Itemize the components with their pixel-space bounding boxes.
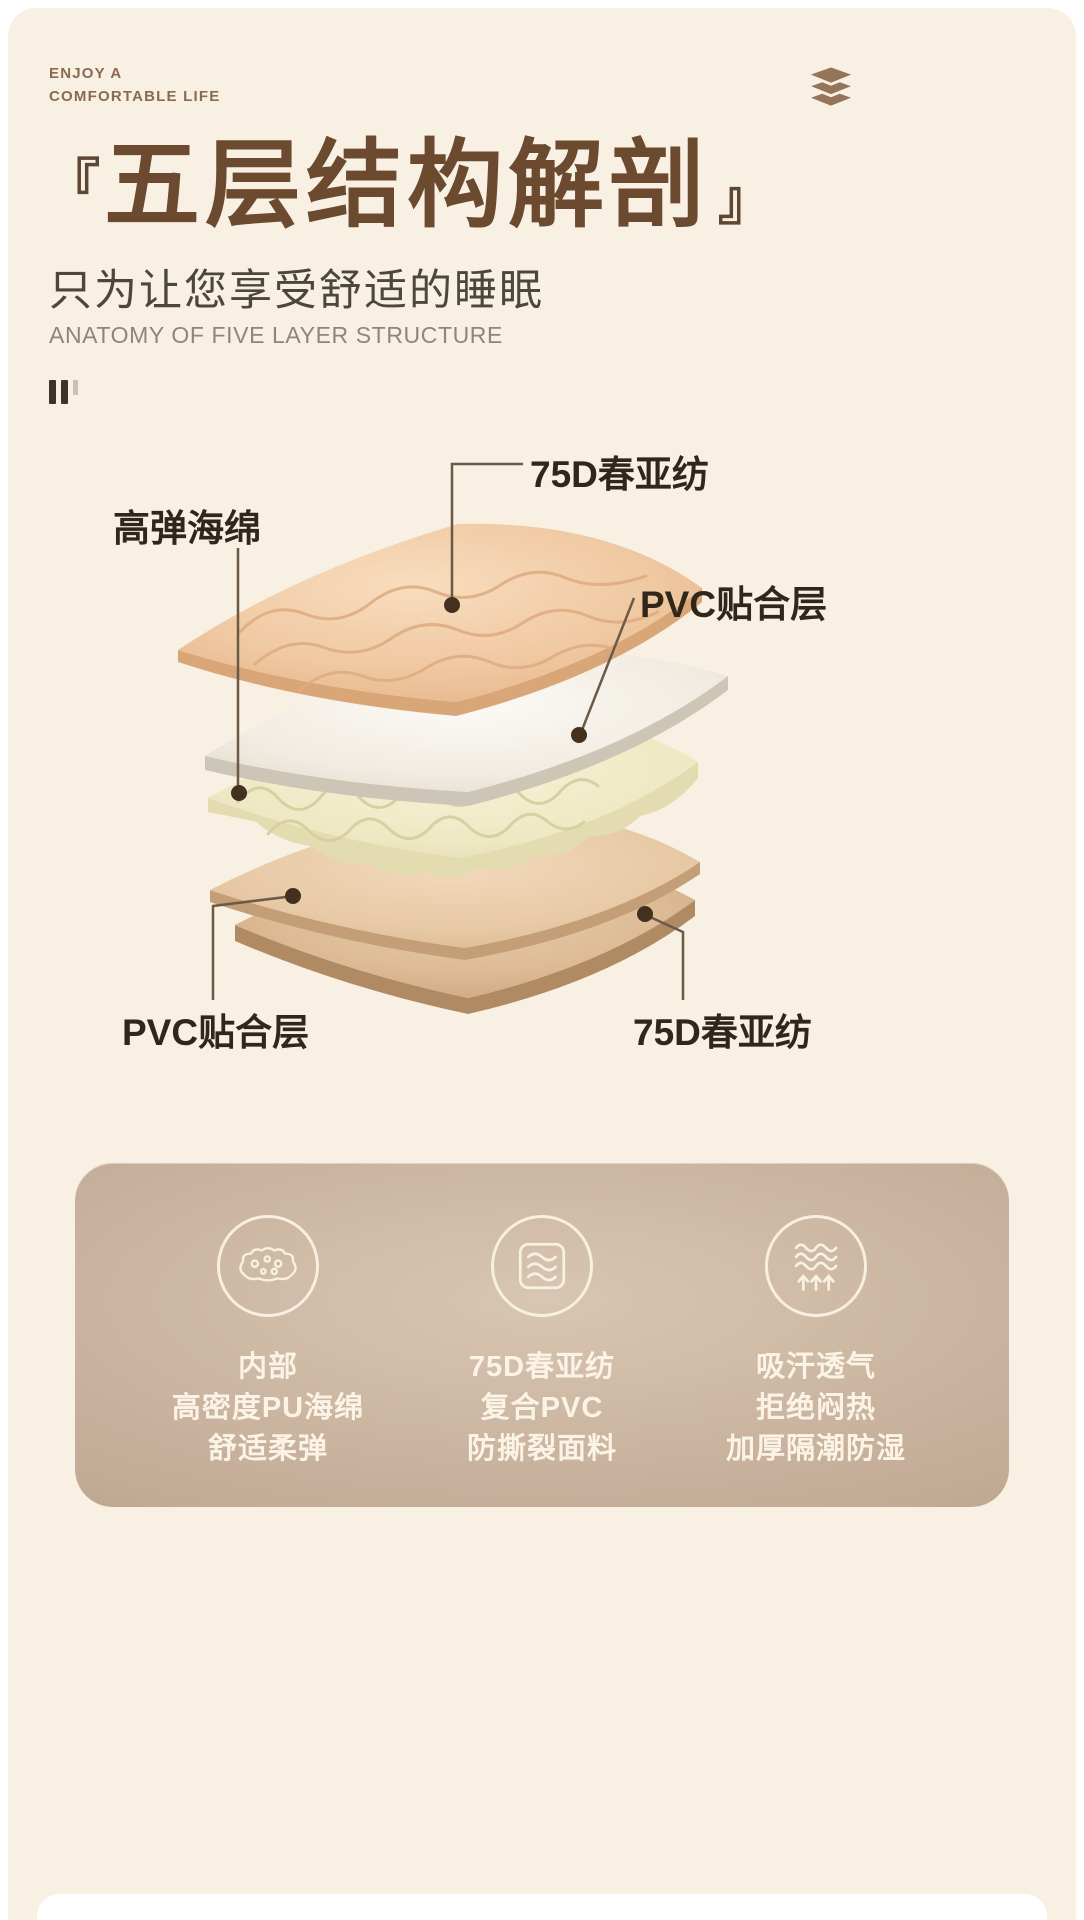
feature-line: 高密度PU海绵: [171, 1392, 365, 1425]
feature-line: 加厚隔潮防湿: [725, 1433, 906, 1466]
bar-light: [73, 380, 78, 395]
title-bracket-left: 『: [46, 155, 100, 215]
feature-line: 复合PVC: [480, 1392, 604, 1425]
tagline-line2: COMFORTABLE LIFE: [49, 88, 221, 106]
section-marker-bars: [49, 380, 78, 404]
feature-line: 吸汗透气: [755, 1351, 876, 1383]
sponge-icon-circle: [217, 1215, 319, 1317]
label-foam: 高弹海绵: [113, 508, 261, 549]
page-title: 『 五层结构解剖 』: [46, 132, 772, 239]
subtitle-en: ANATOMY OF FIVE LAYER STRUCTURE: [49, 322, 503, 348]
fabric-icon-circle: [491, 1215, 593, 1317]
feature-line: 拒绝闷热: [755, 1392, 876, 1425]
label-pvc-lower: PVC贴合层: [122, 1012, 310, 1053]
feature-list: 内部 高密度PU海绵 舒适柔弹: [75, 1163, 1009, 1507]
title-text: 五层结构解剖: [104, 132, 710, 239]
sponge-icon: [239, 1247, 297, 1282]
connector-bottom-left: [211, 895, 287, 1000]
feature-fabric: 75D春亚纺 复合PVC 防撕裂面料: [405, 1215, 679, 1507]
next-section-card: [37, 1894, 1047, 1920]
breathable-icon-circle: [765, 1215, 867, 1317]
feature-sponge-text: 内部 高密度PU海绵 舒适柔弹: [172, 1347, 364, 1471]
breathable-icon: [794, 1243, 838, 1291]
connector-dots: [231, 597, 653, 922]
label-top-fabric: 75D春亚纺: [530, 454, 709, 495]
connector-top: [450, 462, 523, 598]
feature-breathable: 吸汗透气 拒绝闷热 加厚隔潮防湿: [679, 1215, 953, 1507]
label-bottom-fabric: 75D春亚纺: [633, 1012, 812, 1053]
connector-lines: [211, 462, 685, 1000]
feature-line: 75D春亚纺: [468, 1351, 616, 1383]
layer-1-fabric-top: [178, 523, 702, 716]
fabric-layers-icon: [518, 1242, 566, 1290]
tagline-line1: ENJOY A: [49, 65, 123, 82]
layer-2-pvc: [205, 647, 728, 806]
title-bracket-right: 』: [718, 170, 772, 231]
feature-fabric-text: 75D春亚纺 复合PVC 防撕裂面料: [467, 1347, 617, 1471]
header-tagline: ENJOY A COMFORTABLE LIFE: [49, 62, 220, 109]
feature-card: 内部 高密度PU海绵 舒适柔弹: [75, 1163, 1009, 1507]
feature-line: 舒适柔弹: [207, 1433, 328, 1466]
feature-line: 防撕裂面料: [466, 1433, 617, 1466]
quilt-texture: [238, 570, 660, 692]
subtitle: 只为让您享受舒适的睡眠: [49, 267, 544, 315]
bar-dark-1: [49, 380, 56, 404]
stacked-mats-icon: [800, 64, 862, 119]
feature-breathable-text: 吸汗透气 拒绝闷热 加厚隔潮防湿: [726, 1347, 906, 1471]
feature-line: 内部: [237, 1351, 298, 1383]
feature-sponge: 内部 高密度PU海绵 舒适柔弹: [131, 1215, 405, 1507]
connector-bottom-right: [649, 915, 685, 1000]
bar-dark-2: [61, 380, 68, 404]
connector-right: [580, 597, 636, 731]
label-pvc-upper: PVC贴合层: [640, 584, 828, 625]
